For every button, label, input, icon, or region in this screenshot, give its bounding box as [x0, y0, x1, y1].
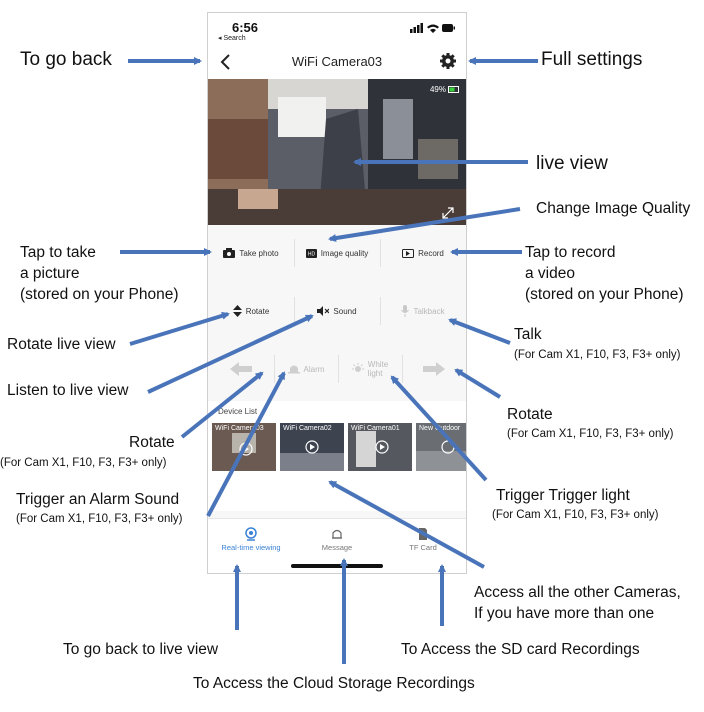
- phone-screen: 6:56 ◂ Search WiFi Camera03: [207, 12, 467, 574]
- thumbnail-name: WiFi Camera01: [351, 425, 400, 432]
- take-photo-label: Take photo: [239, 248, 279, 258]
- alarm-button[interactable]: Alarm: [274, 347, 338, 391]
- note-record-1: Tap to record: [525, 244, 616, 261]
- note-take-picture-3: (stored on your Phone): [20, 286, 179, 303]
- record-button[interactable]: Record: [380, 231, 466, 275]
- note-talk-detail: (For Cam X1, F10, F3, F3+ only): [514, 349, 681, 361]
- note-other-cams-2: If you have more than one: [474, 605, 655, 622]
- fullscreen-icon[interactable]: [442, 207, 454, 219]
- note-full-settings: Full settings: [541, 49, 643, 70]
- note-change-quality: Change Image Quality: [536, 200, 691, 217]
- device-thumbnail-camera01[interactable]: WiFi Camera01: [348, 423, 412, 471]
- battery-level: 49%: [429, 85, 446, 94]
- rotate-updown-icon: [232, 305, 242, 317]
- alarm-label: Alarm: [303, 364, 325, 374]
- note-sd-card: To Access the SD card Recordings: [401, 641, 640, 658]
- live-view-video[interactable]: 49%: [208, 79, 466, 225]
- note-record-2: a video: [525, 265, 575, 282]
- note-light: Trigger Trigger light: [496, 487, 630, 504]
- tab-realtime-label: Real-time viewing: [221, 543, 281, 552]
- back-arrow-icon[interactable]: [216, 52, 236, 72]
- controls-row-audio: Rotate Sound Talkback: [208, 289, 466, 333]
- webcam-icon: [245, 527, 257, 541]
- nav-bar: WiFi Camera03: [208, 45, 466, 79]
- alarm-bell-icon: [287, 365, 300, 374]
- tab-message[interactable]: Message: [294, 527, 380, 552]
- battery-icon: [448, 86, 459, 93]
- page-title: WiFi Camera03: [291, 54, 383, 69]
- arrow-right-icon: [423, 362, 445, 376]
- white-light-label: White light: [367, 360, 389, 378]
- arrow-left-icon: [230, 362, 252, 376]
- device-list-label: Device List: [218, 407, 258, 416]
- take-photo-button[interactable]: Take photo: [208, 231, 294, 275]
- note-talk: Talk: [514, 326, 542, 343]
- system-status-icons: [410, 23, 455, 33]
- device-list: Device List WiFi Camera03 WiFi Camera02 …: [208, 401, 466, 511]
- gear-icon[interactable]: [438, 51, 458, 71]
- rotate-right-button[interactable]: [402, 347, 466, 391]
- note-rotate-right-detail: (For Cam X1, F10, F3, F3+ only): [507, 428, 674, 440]
- live-view-image: [208, 79, 466, 225]
- hd-icon: HD: [305, 248, 317, 258]
- note-rotate-left-detail: (For Cam X1, F10, F3, F3+ only): [0, 457, 167, 469]
- record-label: Record: [418, 248, 444, 258]
- talkback-label: Talkback: [413, 306, 445, 316]
- device-thumbnail-camera03[interactable]: WiFi Camera03: [212, 423, 276, 471]
- image-quality-label: Image quality: [320, 248, 369, 258]
- note-go-back: To go back: [20, 49, 112, 70]
- svg-text:HD: HD: [308, 251, 316, 257]
- controls-row-device: Alarm White light: [208, 347, 466, 391]
- video-record-icon: [402, 248, 415, 258]
- light-bulb-icon: [351, 363, 364, 372]
- note-live-view: live view: [536, 153, 608, 174]
- white-light-button[interactable]: White light: [338, 347, 402, 391]
- controls-row-media: Take photo HD Image quality Record: [208, 231, 466, 275]
- note-alarm: Trigger an Alarm Sound: [16, 491, 180, 508]
- tab-tf-card[interactable]: TF Card: [380, 527, 466, 552]
- tab-message-label: Message: [321, 543, 353, 552]
- image-quality-button[interactable]: HD Image quality: [294, 231, 380, 275]
- rotate-button[interactable]: Rotate: [208, 289, 294, 333]
- thumbnail-name: WiFi Camera02: [283, 425, 332, 432]
- note-light-detail: (For Cam X1, F10, F3, F3+ only): [492, 509, 659, 521]
- rotate-label: Rotate: [245, 306, 270, 316]
- note-take-picture-2: a picture: [20, 265, 80, 282]
- sound-button[interactable]: Sound: [294, 289, 380, 333]
- sound-label: Sound: [333, 306, 357, 316]
- note-rotate-right: Rotate: [507, 406, 553, 423]
- note-rotate-left: Rotate: [129, 434, 175, 451]
- home-indicator: [291, 564, 383, 568]
- status-bar: 6:56 ◂ Search: [208, 13, 466, 45]
- note-take-picture-1: Tap to take: [20, 244, 96, 261]
- talkback-button[interactable]: Talkback: [380, 289, 466, 333]
- bell-icon: [332, 529, 342, 539]
- note-rotate-live: Rotate live view: [7, 336, 116, 353]
- tab-tfcard-label: TF Card: [409, 543, 437, 552]
- tab-realtime-viewing[interactable]: Real-time viewing: [208, 527, 294, 552]
- status-time: 6:56: [232, 20, 259, 35]
- microphone-icon: [401, 305, 410, 317]
- speaker-muted-icon: [317, 306, 330, 316]
- thumbnail-name: New Outdoor: [419, 425, 461, 432]
- rotate-left-button[interactable]: [208, 347, 274, 391]
- note-other-cams-1: Access all the other Cameras,: [474, 584, 681, 601]
- camera-thumbnail-image: [280, 423, 344, 471]
- device-thumbnail-outdoor[interactable]: New Outdoor: [416, 423, 466, 471]
- back-to-search[interactable]: ◂ Search: [218, 35, 246, 42]
- note-listen: Listen to live view: [7, 382, 129, 399]
- note-cloud: To Access the Cloud Storage Recordings: [193, 675, 475, 692]
- thumbnail-name: WiFi Camera03: [215, 425, 264, 432]
- note-back-live: To go back to live view: [63, 641, 219, 658]
- camera-icon: [223, 248, 236, 258]
- note-record-3: (stored on your Phone): [525, 286, 684, 303]
- sd-card-icon: [419, 528, 427, 540]
- note-alarm-detail: (For Cam X1, F10, F3, F3+ only): [16, 513, 183, 525]
- device-thumbnail-camera02[interactable]: WiFi Camera02: [280, 423, 344, 471]
